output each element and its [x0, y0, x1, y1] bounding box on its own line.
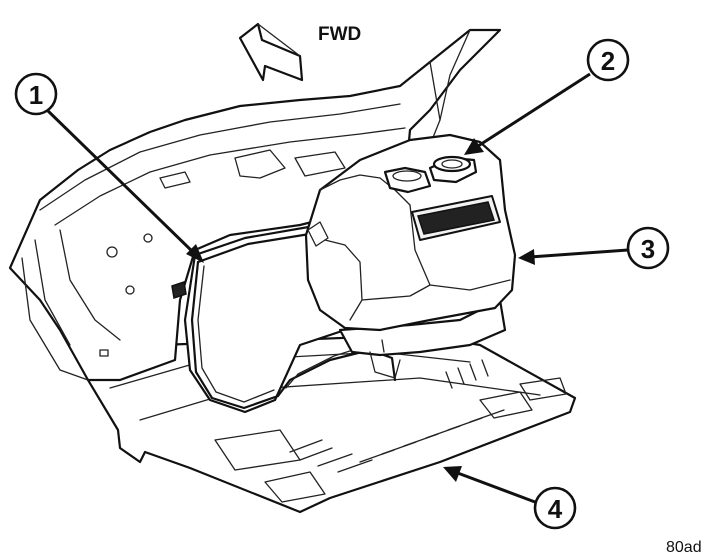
- callout-2: 2: [586, 38, 630, 82]
- pedestal: [338, 298, 507, 379]
- callout-1: 1: [14, 72, 58, 116]
- forward-direction-label: FWD: [318, 24, 361, 45]
- callout-leaders: [43, 72, 629, 504]
- callout-4-number: 4: [548, 494, 563, 524]
- callout-3-number: 3: [641, 234, 655, 264]
- tank-shell: [304, 133, 517, 332]
- left-quarter-panel: [8, 28, 502, 382]
- callout-3: 3: [626, 226, 670, 270]
- callout-1-number: 1: [29, 80, 43, 110]
- floor-ribs: [289, 359, 505, 473]
- callout-2-number: 2: [601, 46, 615, 76]
- figure-code: 80ad: [666, 539, 702, 555]
- forward-arrow-icon: [238, 22, 304, 82]
- callout-4: 4: [533, 486, 577, 530]
